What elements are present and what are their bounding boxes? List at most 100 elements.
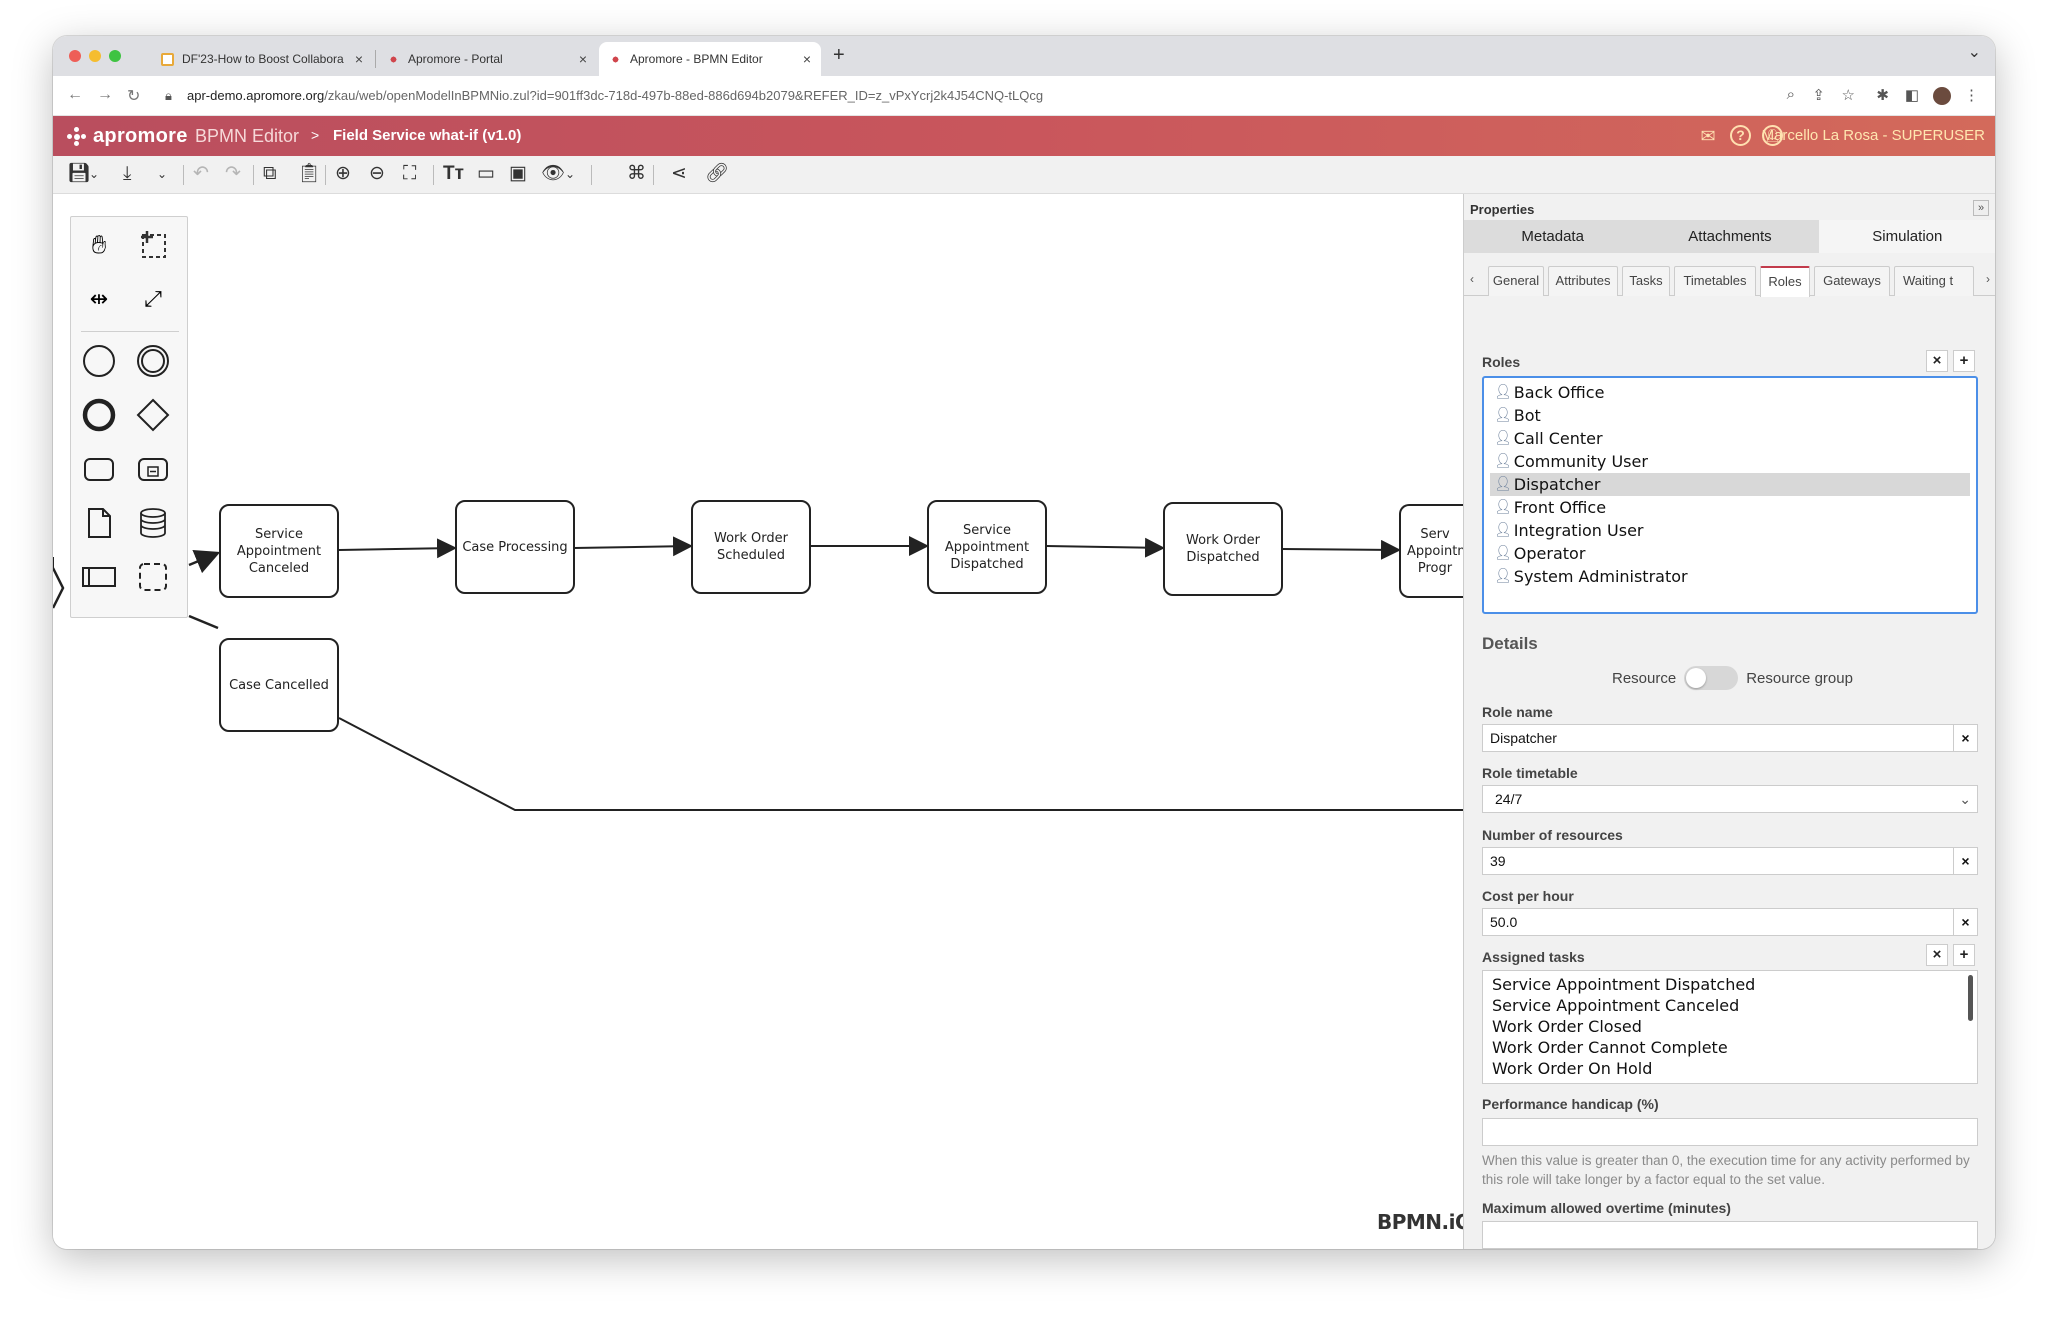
assigned-task-item[interactable]: Service Appointment Dispatched xyxy=(1492,975,1756,994)
global-connect-tool-icon[interactable]: ⤢ xyxy=(144,286,162,311)
lasso-tool-icon[interactable] xyxy=(135,227,171,263)
zoom-out-icon[interactable]: ⊖ xyxy=(369,163,385,184)
user-name[interactable]: Marcello La Rosa - SUPERUSER xyxy=(1761,127,1985,144)
task-case-processing[interactable]: Case Processing xyxy=(455,500,575,594)
browser-tab-portal[interactable]: Apromore - Portal × xyxy=(377,42,597,76)
subprocess-icon[interactable] xyxy=(135,451,171,487)
tabs-scroll-left-icon[interactable]: ‹ xyxy=(1470,272,1474,286)
remove-assigned-task-button[interactable]: × xyxy=(1926,944,1948,966)
fit-to-screen-icon[interactable]: ⛶ xyxy=(403,163,417,184)
bpmn-canvas[interactable]: ✋︎ ⇹ ⤢ xyxy=(53,194,1472,1249)
minimize-window-button[interactable] xyxy=(89,50,101,62)
pool-icon[interactable] xyxy=(81,559,117,595)
bookmark-star-icon[interactable]: ☆ xyxy=(1841,87,1855,104)
group-icon[interactable] xyxy=(135,559,171,595)
subtab-general[interactable]: General xyxy=(1488,266,1544,296)
browser-menu-icon[interactable]: ⋮ xyxy=(1964,87,1979,104)
redo-icon[interactable]: ↷ xyxy=(225,163,241,184)
zoom-icon[interactable]: ⌕ xyxy=(1786,86,1795,103)
visibility-eye-icon[interactable]: 👁︎ xyxy=(541,163,566,184)
close-window-button[interactable] xyxy=(69,50,81,62)
subtab-timetables[interactable]: Timetables xyxy=(1674,266,1756,296)
roles-list[interactable]: 👤︎Back Office 👤︎Bot 👤︎Call Center 👤︎Comm… xyxy=(1482,376,1978,614)
visibility-dropdown-chevron-icon[interactable]: ⌄ xyxy=(565,167,576,181)
subtab-tasks[interactable]: Tasks xyxy=(1622,266,1670,296)
zoom-in-icon[interactable]: ⊕ xyxy=(335,163,351,184)
data-object-icon[interactable] xyxy=(81,505,117,541)
bpmn-io-watermark[interactable]: BPMN.iO xyxy=(1377,1210,1472,1234)
tab-close-icon[interactable]: × xyxy=(578,51,587,67)
assigned-tasks-list[interactable]: Service Appointment Dispatched Service A… xyxy=(1482,970,1978,1084)
space-tool-icon[interactable]: ⇹ xyxy=(89,286,109,311)
role-item[interactable]: 👤︎Front Office xyxy=(1490,496,1970,519)
tab-metadata[interactable]: Metadata xyxy=(1521,228,1584,245)
task-work-order-dispatched[interactable]: Work Order Dispatched xyxy=(1163,502,1283,596)
assigned-task-item[interactable]: Service Appointment Canceled xyxy=(1492,996,1740,1015)
tab-simulation[interactable]: Simulation xyxy=(1818,220,1995,253)
role-name-input[interactable]: Dispatcher× xyxy=(1482,724,1978,752)
task-service-appointment-canceled[interactable]: Service Appointment Canceled xyxy=(219,504,339,598)
intermediate-event-icon[interactable] xyxy=(135,343,171,379)
task-icon[interactable] xyxy=(81,451,117,487)
role-item[interactable]: 👤︎Bot xyxy=(1490,404,1970,427)
maximize-window-button[interactable] xyxy=(109,50,121,62)
role-item[interactable]: 👤︎Call Center xyxy=(1490,427,1970,450)
performance-handicap-input[interactable] xyxy=(1482,1118,1978,1146)
new-tab-button[interactable]: + xyxy=(833,44,845,66)
number-of-resources-input[interactable]: 39× xyxy=(1482,847,1978,875)
clear-cost-button[interactable]: × xyxy=(1953,909,1977,935)
data-store-icon[interactable] xyxy=(135,505,171,541)
role-item[interactable]: 👤︎Back Office xyxy=(1490,381,1970,404)
max-overtime-input[interactable] xyxy=(1482,1221,1978,1249)
text-size-icon[interactable]: Tт xyxy=(443,163,464,184)
profile-avatar[interactable] xyxy=(1933,87,1951,105)
extensions-puzzle-icon[interactable]: ✱ xyxy=(1876,87,1889,104)
assigned-task-item[interactable]: Work Order Cannot Complete xyxy=(1492,1038,1728,1057)
task-case-cancelled[interactable]: Case Cancelled xyxy=(219,638,339,732)
back-arrow-icon[interactable]: ← xyxy=(67,86,83,103)
reload-icon[interactable]: ↻ xyxy=(127,88,141,105)
gateway-icon[interactable] xyxy=(135,397,171,433)
clear-role-name-button[interactable]: × xyxy=(1953,725,1977,751)
collapse-panel-button[interactable]: » xyxy=(1973,200,1989,216)
copy-icon[interactable]: ⧉ xyxy=(263,163,277,184)
sidepanel-icon[interactable]: ◧ xyxy=(1904,87,1919,104)
cost-per-hour-input[interactable]: 50.0× xyxy=(1482,908,1978,936)
role-item[interactable]: 👤︎Community User xyxy=(1490,450,1970,473)
resource-group-toggle[interactable] xyxy=(1684,666,1739,690)
download-icon[interactable]: ⤓ xyxy=(123,163,132,184)
share-nodes-icon[interactable]: ⋖ xyxy=(671,163,687,184)
forward-arrow-icon[interactable]: → xyxy=(97,86,113,103)
user-icon[interactable]: 👤︎ xyxy=(1762,125,1783,146)
url-field[interactable]: apr-demo.apromore.org/zkau/web/openModel… xyxy=(187,88,1043,103)
lock-icon[interactable]: 🔒︎ xyxy=(165,88,172,103)
add-assigned-task-button[interactable]: + xyxy=(1953,944,1975,966)
tab-close-icon[interactable]: × xyxy=(354,51,363,67)
apromore-logo[interactable]: apromore xyxy=(67,125,188,148)
assigned-task-item[interactable]: Work Order On Hold xyxy=(1492,1059,1653,1078)
subtab-attributes[interactable]: Attributes xyxy=(1548,266,1618,296)
undo-icon[interactable]: ↶ xyxy=(193,163,209,184)
assigned-tasks-scrollbar[interactable] xyxy=(1968,975,1973,1021)
subtab-waiting-time[interactable]: Waiting t xyxy=(1894,266,1974,296)
clear-resources-button[interactable]: × xyxy=(1953,848,1977,874)
role-item-selected[interactable]: 👤︎Dispatcher xyxy=(1490,473,1970,496)
add-role-button[interactable]: + xyxy=(1953,350,1975,372)
end-event-icon[interactable] xyxy=(81,397,117,433)
tabs-scroll-right-icon[interactable]: › xyxy=(1986,272,1990,286)
tab-list-chevron-icon[interactable]: ⌄ xyxy=(1967,44,1981,61)
paste-icon[interactable]: 📋︎ xyxy=(297,163,322,184)
task-work-order-scheduled[interactable]: Work Order Scheduled xyxy=(691,500,811,594)
remove-role-button[interactable]: × xyxy=(1926,350,1948,372)
role-item[interactable]: 👤︎Integration User xyxy=(1490,519,1970,542)
download-dropdown-chevron-icon[interactable]: ⌄ xyxy=(157,167,168,181)
tab-attachments[interactable]: Attachments xyxy=(1688,228,1772,245)
task-service-appointment-dispatched[interactable]: Service Appointment Dispatched xyxy=(927,500,1047,594)
comment-icon[interactable]: ▭ xyxy=(477,163,495,184)
save-dropdown-chevron-icon[interactable]: ⌄ xyxy=(89,167,100,181)
image-icon[interactable]: ▣ xyxy=(509,163,527,184)
save-icon[interactable]: 💾︎ xyxy=(67,163,92,184)
role-timetable-select[interactable]: 24/7⌄ xyxy=(1482,785,1978,813)
subtab-roles[interactable]: Roles xyxy=(1760,266,1810,297)
assigned-task-item[interactable]: Work Order Closed xyxy=(1492,1017,1642,1036)
